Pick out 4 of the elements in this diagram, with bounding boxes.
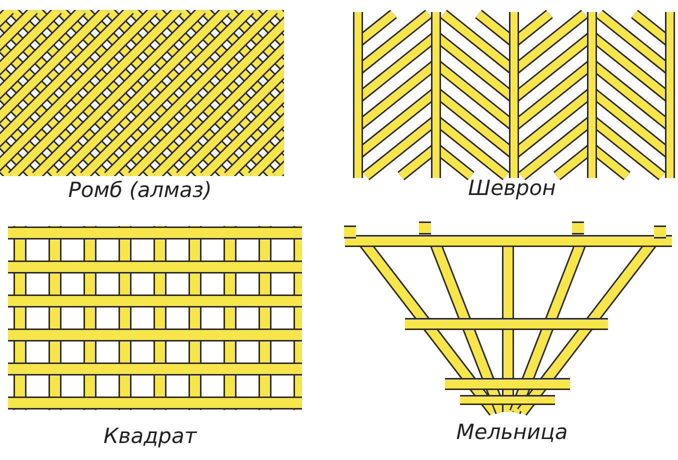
pattern-caption: Квадрат bbox=[103, 424, 197, 448]
pattern-caption: Мельница bbox=[456, 420, 568, 444]
pattern-caption: Ромб (алмаз) bbox=[68, 178, 212, 202]
pattern-caption: Шеврон bbox=[468, 176, 556, 200]
